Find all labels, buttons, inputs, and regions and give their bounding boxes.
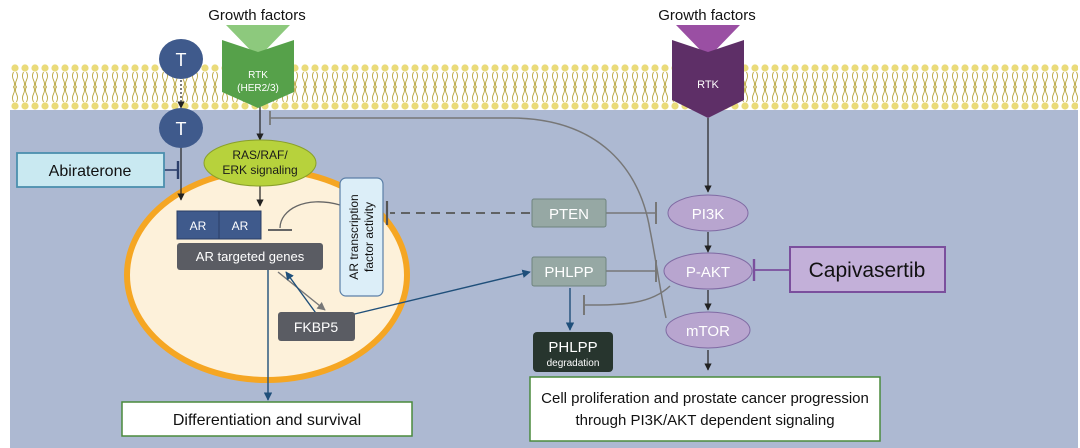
growth-factors-left-label: Growth factors: [208, 7, 306, 24]
ar-box-left: [176, 210, 220, 240]
ar-box-right: [218, 210, 262, 240]
rtk-her2-receptor: [222, 40, 294, 108]
rtk-her2-label-2: (HER2/3): [237, 83, 279, 94]
phlpp-degradation-box: [533, 332, 613, 372]
differentiation-survival-label: Differentiation and survival: [173, 412, 361, 429]
mtor-node: [665, 311, 751, 349]
growth-factor-right-triangle: [676, 25, 740, 58]
abiraterone-box: [16, 152, 165, 188]
pten-label: PTEN: [549, 206, 589, 223]
rtk-her2-label-1: RTK: [248, 70, 268, 81]
rtk-right-receptor: [672, 40, 744, 118]
growth-factors-right-label: Growth factors: [658, 7, 756, 24]
cell-proliferation-label-1: Cell proliferation and prostate cancer p…: [541, 390, 869, 407]
testosterone-outside-label: T: [176, 50, 187, 70]
fkbp5-to-genes-arrow: [285, 271, 319, 317]
ar-targeted-genes-label: AR targeted genes: [196, 249, 305, 264]
abiraterone-label: Abiraterone: [49, 163, 132, 180]
ras-raf-erk-node: [203, 139, 317, 187]
rtk-right-label: RTK: [697, 79, 719, 91]
rtk-to-pakt-curve: [270, 117, 667, 319]
ar-tf-activity-label-1: AR transcription: [347, 194, 361, 279]
ar-right-label: AR: [232, 219, 249, 233]
fkbp5-box: [278, 312, 355, 341]
growth-factor-left-triangle: [226, 25, 290, 58]
fkbp5-to-phlpp-arrow: [337, 269, 531, 319]
pten-box: [531, 198, 607, 228]
phlpp-degradation-label-2: degradation: [547, 358, 600, 369]
ras-raf-erk-label-2: ERK signaling: [222, 163, 297, 177]
mtor-label: mTOR: [686, 323, 730, 340]
testosterone-inside: [159, 108, 203, 148]
p-akt-label: P-AKT: [686, 264, 730, 281]
p-akt-node: [663, 252, 753, 290]
ar-tf-feedback-inhibit: [279, 201, 341, 229]
pi3k-label: PI3K: [692, 206, 725, 223]
phlpp-degradation-label-1: PHLPP: [548, 339, 597, 356]
ar-tf-activity-box: [339, 177, 384, 297]
testosterone-outside: [159, 39, 203, 79]
capivasertib-label: Capivasertib: [809, 259, 926, 282]
phlpp-box: [531, 256, 607, 287]
ras-raf-erk-label-1: RAS/RAF/: [232, 148, 288, 162]
cell-proliferation-label-2: through PI3K/AKT dependent signaling: [575, 412, 834, 429]
differentiation-survival-box: [121, 401, 413, 437]
fkbp5-label: FKBP5: [294, 319, 339, 335]
ar-left-label: AR: [190, 219, 207, 233]
pi3k-node: [667, 194, 749, 232]
capivasertib-box: [789, 246, 946, 293]
ar-targeted-genes-box: [177, 243, 323, 270]
ar-tf-activity-label-2: factor activity: [362, 202, 376, 272]
pakt-to-phlpp-feedback: [583, 285, 671, 306]
testosterone-inside-label: T: [176, 119, 187, 139]
phlpp-label: PHLPP: [544, 264, 593, 281]
cell-proliferation-box: [529, 376, 881, 442]
